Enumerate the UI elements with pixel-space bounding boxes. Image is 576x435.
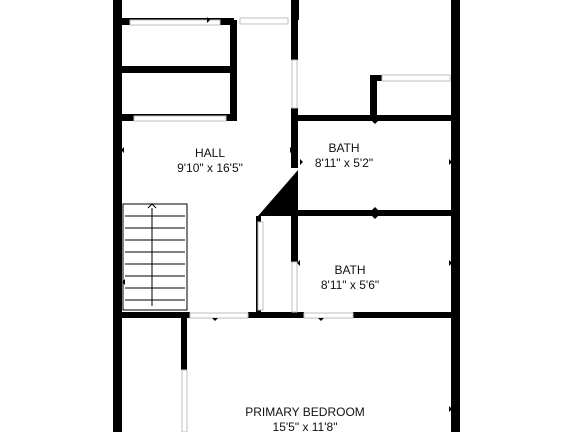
hall-door-jamb-wall <box>291 20 298 60</box>
bath-2-label: BATH 8'11" x 5'6" <box>302 263 398 293</box>
hall-name: HALL <box>194 146 226 160</box>
top-center-wall-a <box>291 0 299 20</box>
right-exterior-wall <box>451 0 460 432</box>
bath2-bottom-door <box>303 312 354 319</box>
hall-lower-right-wall <box>291 108 298 168</box>
closet-divider-wall <box>122 66 232 73</box>
bath-2-dimensions: 8'11" x 5'6" <box>320 278 380 292</box>
stair-arrow-head <box>147 203 157 209</box>
staircase <box>122 203 188 311</box>
closet-shelf-middle <box>133 115 227 122</box>
top-door-opening <box>239 17 289 25</box>
bath-1-name: BATH <box>328 141 360 155</box>
bath-1-dimensions: 8'11" x 5'2" <box>314 156 374 170</box>
hall-door-opening <box>291 59 298 109</box>
bath-2-name: BATH <box>334 263 366 277</box>
bath2-bottom-wall-left <box>248 312 304 318</box>
hall-label: HALL 9'10" x 16'5" <box>158 146 262 176</box>
left-exterior-wall <box>113 0 122 432</box>
bath2-door-opening <box>291 261 298 313</box>
bath1-vanity-top-wall <box>370 75 382 81</box>
closet-shelf-top <box>129 19 221 26</box>
closet-door-opening <box>181 369 188 432</box>
dimension-ticks <box>121 17 452 412</box>
bath-1-label: BATH 8'11" x 5'2" <box>296 141 392 171</box>
closet-right-wall <box>230 20 237 121</box>
hall-dimensions: 9'10" x 16'5" <box>177 161 243 175</box>
bedroom-top-wall-left <box>122 312 190 318</box>
bath1-bottom-wall <box>298 210 451 216</box>
bath2-bottom-wall-right <box>353 312 451 318</box>
hall-bath-door <box>257 221 264 311</box>
bedroom-door-opening <box>189 312 249 319</box>
stair-outline <box>122 203 188 311</box>
bath1-vanity-left-wall <box>370 75 377 121</box>
openings <box>129 17 451 432</box>
bath1-vanity-opening <box>381 74 451 82</box>
hall-angled-wall <box>258 170 298 216</box>
primary-bedroom-dimensions: 15'5" x 11'8" <box>272 420 338 434</box>
bedroom-closet-wall <box>181 318 187 370</box>
primary-bedroom-name: PRIMARY BEDROOM <box>245 405 365 419</box>
exterior-walls <box>113 0 460 432</box>
bath2-left-wall <box>291 216 298 262</box>
primary-bedroom-label: PRIMARY BEDROOM 15'5" x 11'8" <box>240 405 370 435</box>
